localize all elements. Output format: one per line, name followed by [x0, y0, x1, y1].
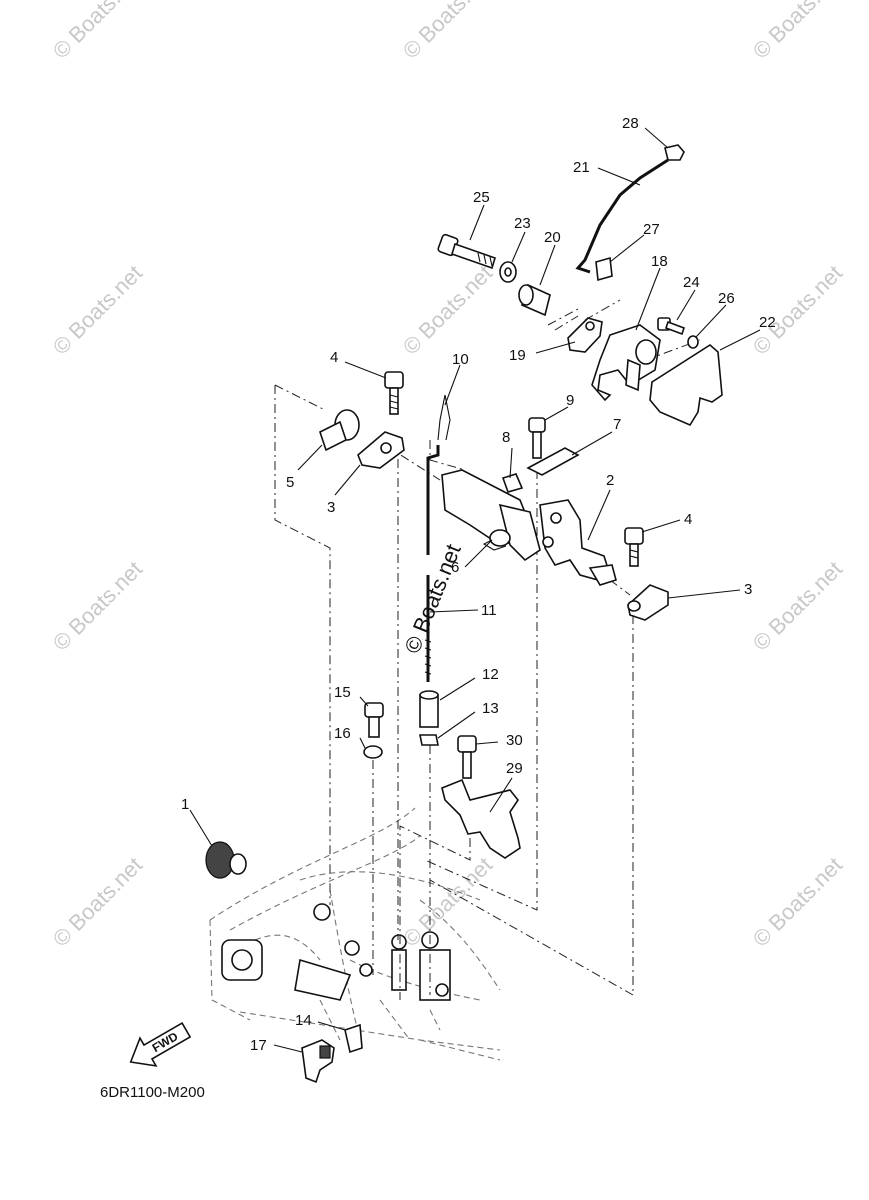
callout-2[interactable]: 2 [606, 472, 614, 489]
part-5-clip[interactable] [319, 409, 360, 452]
callout-4-right[interactable]: 4 [684, 511, 692, 528]
part-4-bolt-right[interactable] [624, 527, 644, 567]
part-19-hole [585, 321, 595, 331]
part-8-nut[interactable] [501, 473, 524, 493]
part-30-bolt[interactable] [457, 735, 477, 779]
cowling-boss [359, 963, 373, 977]
callout-1[interactable]: 1 [181, 796, 189, 813]
fwd-arrow-icon: FWD [129, 1021, 192, 1067]
cowling-mount-hole [231, 949, 253, 971]
leader-lines [189, 127, 761, 1053]
watermark: © Boats.net [398, 852, 497, 951]
callout-8[interactable]: 8 [502, 429, 510, 446]
callout-23[interactable]: 23 [514, 215, 531, 232]
callout-4-left[interactable]: 4 [330, 349, 338, 366]
part-1-grommet[interactable] [205, 841, 247, 879]
parts [205, 144, 723, 1084]
part-23-washer-hole [504, 267, 512, 277]
part-3-joint-right[interactable] [627, 584, 669, 621]
callout-6[interactable]: 6 [451, 559, 459, 576]
watermark: © Boats.net [398, 0, 497, 64]
callout-17[interactable]: 17 [250, 1037, 267, 1054]
cowling-boss [344, 940, 360, 956]
assembly-lines [274, 299, 701, 1000]
part-22-bracket[interactable] [649, 344, 723, 427]
callout-28[interactable]: 28 [622, 115, 639, 132]
callout-13[interactable]: 13 [482, 700, 499, 717]
part-18-throttle-cam[interactable] [591, 324, 661, 402]
callout-18[interactable]: 18 [651, 253, 668, 270]
cowling-boss [391, 934, 407, 950]
watermark: © Boats.net [748, 852, 847, 951]
part-21-link-rod[interactable] [575, 158, 669, 274]
part-4-bolt-left[interactable] [384, 371, 404, 415]
part-20-collar[interactable] [518, 283, 551, 317]
watermark: © Boats.net [48, 556, 147, 655]
bottom-cowling-outline [209, 807, 501, 1061]
callout-3-right[interactable]: 3 [744, 581, 752, 598]
part-17-holder[interactable] [301, 1039, 335, 1084]
callout-20[interactable]: 20 [544, 229, 561, 246]
watermark: © Boats.net [398, 260, 497, 359]
part-26-washer[interactable] [687, 335, 699, 349]
callout-10[interactable]: 11 [481, 602, 497, 619]
part-3-joint-left[interactable] [357, 431, 405, 469]
part-29-bracket[interactable] [441, 778, 521, 859]
diagram-code: 6DR1100-M200 [100, 1084, 205, 1101]
cowling-grommet-seat [313, 903, 331, 921]
callout-26[interactable]: 26 [718, 290, 735, 307]
cowling-post [391, 949, 407, 991]
callout-24[interactable]: 25 [473, 189, 490, 206]
part-28-cap[interactable] [664, 144, 685, 161]
callout-7[interactable]: 7 [613, 416, 621, 433]
part-12-collar[interactable] [419, 690, 439, 728]
watermark: © Boats.net [748, 0, 847, 64]
callout-30[interactable]: 30 [506, 732, 523, 749]
part-19-lever[interactable] [567, 317, 603, 353]
watermark: © Boats.net [748, 556, 847, 655]
part-14-clip[interactable] [344, 1023, 363, 1054]
callout-29[interactable]: 29 [506, 760, 523, 777]
callout-15[interactable]: 15 [334, 684, 351, 701]
callout-12[interactable]: 12 [482, 666, 499, 683]
part-13-nut[interactable] [419, 734, 439, 746]
cowling-boss [435, 983, 449, 997]
part-2-shaft-assembly[interactable] [441, 469, 617, 586]
part-7-plate[interactable] [526, 447, 580, 476]
callout-3-left[interactable]: 3 [327, 499, 335, 516]
watermark: © Boats.net [48, 260, 147, 359]
cowling-bracket [294, 958, 352, 1001]
part-27-clip[interactable] [595, 256, 613, 282]
part-11-cotter-pin[interactable] [437, 394, 451, 441]
callout-25[interactable]: 24 [683, 274, 700, 291]
callout-19[interactable]: 19 [509, 347, 526, 364]
callout-16[interactable]: 16 [334, 725, 351, 742]
callout-5[interactable]: 5 [286, 474, 294, 491]
part-10-rod[interactable] [424, 445, 440, 682]
part-16-washer[interactable] [363, 745, 383, 759]
callout-14[interactable]: 14 [295, 1012, 312, 1029]
part-6-spring[interactable] [482, 529, 511, 551]
callout-21[interactable]: 21 [573, 159, 590, 176]
part-25-screw[interactable] [657, 317, 686, 336]
callout-27[interactable]: 27 [643, 221, 660, 238]
part-9-screw[interactable] [528, 417, 546, 459]
callouts: 28 21 27 25 23 20 18 24 26 22 19 4 10 5 … [181, 115, 776, 1054]
watermark: © Boats.net [48, 852, 147, 951]
callout-11[interactable]: 10 [452, 351, 469, 368]
watermark: © Boats.net [748, 260, 847, 359]
part-24-bolt[interactable] [437, 233, 496, 270]
callout-9[interactable]: 9 [566, 392, 574, 409]
watermark: © Boats.net [48, 0, 147, 64]
part-15-bolt[interactable] [364, 702, 384, 738]
callout-22[interactable]: 22 [759, 314, 776, 331]
